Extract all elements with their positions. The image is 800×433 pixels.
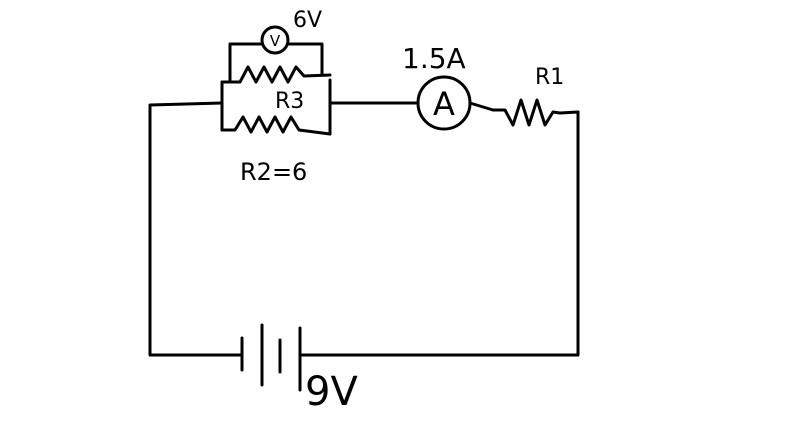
r1-resistor (491, 98, 562, 127)
ammeter-symbol: A (433, 85, 455, 123)
lower-branch (220, 115, 332, 136)
wire-bottom (298, 110, 580, 357)
wire-left (148, 101, 244, 357)
ammeter-circle (416, 75, 472, 131)
r2-label: R2=6 (240, 158, 307, 186)
wire-r1-to-right (558, 110, 580, 115)
r1-label: R1 (535, 65, 564, 90)
voltmeter-reading: 6V (293, 8, 322, 33)
voltmeter-symbol: V (270, 32, 281, 50)
voltmeter-lead (228, 42, 324, 84)
r3-label: R3 (275, 89, 304, 114)
voltmeter-circle (260, 25, 290, 55)
upper-branch (220, 65, 332, 84)
ammeter-reading: 1.5A (402, 42, 466, 75)
wire-ammeter-to-r1 (468, 101, 495, 112)
battery-label: 9V (305, 369, 358, 415)
